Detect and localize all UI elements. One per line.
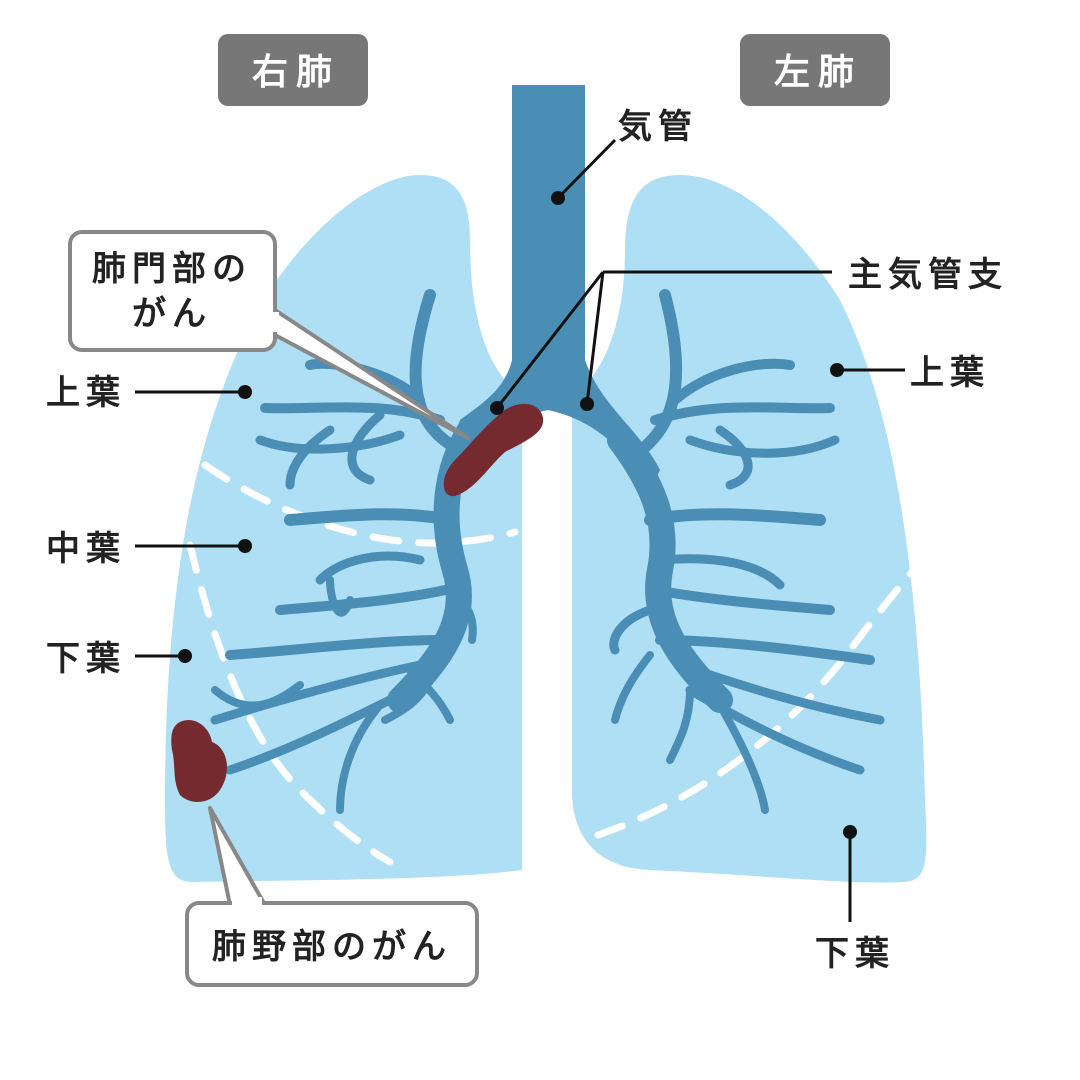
svg-text:肺門部の: 肺門部の [92,249,252,289]
left-oblique-fissure [594,561,922,839]
trachea [445,85,660,490]
svg-text:気管: 気管 [618,107,698,147]
main-bronchus-label: 主気管支 [490,255,1008,415]
svg-text:下葉: 下葉 [815,934,895,974]
left-lower-lobe-label: 下葉 [815,825,895,974]
peripheral-tumor [171,720,227,802]
right-horizontal-fissure [201,461,519,547]
hilar-tumor [443,403,544,497]
right-oblique-fissure [186,541,394,866]
svg-text:主気管支: 主気管支 [848,255,1008,295]
svg-text:上葉: 上葉 [46,373,126,413]
hilar-cancer-callout: 肺門部の がん [68,230,470,440]
left-lung [572,175,927,883]
peripheral-cancer-callout: 肺野部のがん [185,806,479,987]
left-bronchial-tree [607,289,885,814]
right-middle-lobe-label: 中葉 [46,529,252,569]
trachea-label: 気管 [551,107,698,205]
right-lower-lobe-label: 下葉 [46,639,192,679]
right-lung-header: 右肺 [218,34,368,106]
svg-text:がん: がん [132,294,212,334]
right-upper-lobe-label: 上葉 [46,373,252,413]
svg-text:中葉: 中葉 [46,529,126,569]
svg-text:下葉: 下葉 [46,639,126,679]
svg-text:左肺: 左肺 [774,52,862,93]
svg-text:右肺: 右肺 [252,52,340,93]
svg-text:肺野部のがん: 肺野部のがん [212,927,452,967]
left-upper-lobe-label: 上葉 [830,353,990,393]
svg-text:上葉: 上葉 [910,353,990,393]
left-lung-header: 左肺 [740,34,890,106]
